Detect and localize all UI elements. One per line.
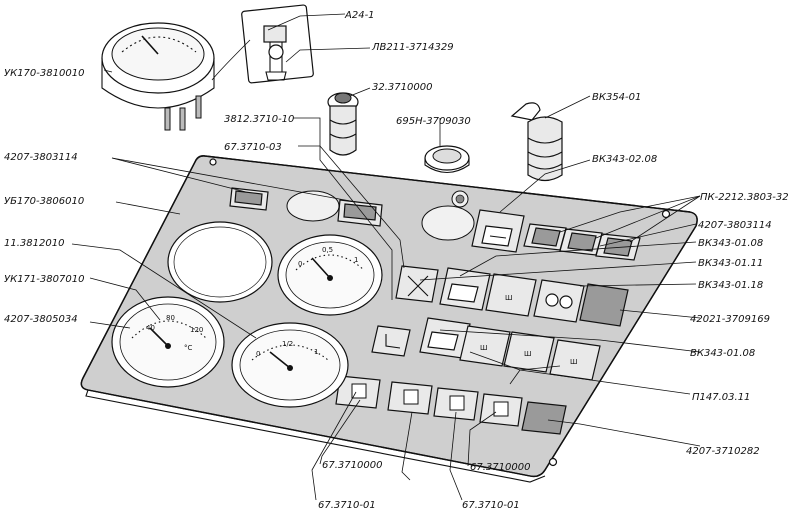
indicator-mark: Ш: [505, 294, 513, 302]
temp-tick-2: 120: [190, 326, 203, 334]
label-uk170: УК170-3810010: [4, 68, 84, 79]
label-uk171: УК171-3807010: [4, 274, 84, 285]
lamp-assembly: [211, 4, 314, 84]
label-4207-3803114-left: 4207-3803114: [4, 152, 78, 163]
indicator-mark: Ш: [570, 358, 578, 366]
label-pk2212: ПК-2212.3803-32: [700, 192, 789, 203]
gauge-oil-pressure: [277, 234, 383, 316]
gauge-fuel: [231, 322, 349, 408]
component-vk354: [510, 102, 563, 182]
label-vk343-01-11: ВК343-01.11: [698, 258, 763, 269]
temp-tick-0: 40: [146, 324, 155, 332]
temp-unit: °C: [184, 344, 193, 352]
oil-tick-1: 0,5: [322, 246, 333, 254]
label-4207-3803114-right: 4207-3803114: [698, 220, 772, 231]
switch-row-pk2212: [523, 223, 641, 261]
switch-4207-3803114-center: [337, 199, 383, 227]
leader-lines: [71, 13, 701, 501]
label-vk354: ВК354-01: [592, 92, 641, 103]
fuel-tick-1: 1/2: [282, 340, 293, 348]
label-32-3710000: 32.3710000: [372, 82, 432, 93]
switch-vk343-02-08: [471, 209, 525, 253]
indicator-mark: Ш: [524, 350, 532, 358]
label-a24: А24-1: [344, 10, 375, 21]
label-42021: 42021-3709169: [690, 314, 770, 325]
switch-row-middle: [395, 265, 629, 327]
fuel-tick-2: 1: [314, 348, 318, 356]
label-67-01-right: 67.3710-01: [462, 500, 520, 511]
label-p147: П147.03.11: [692, 392, 750, 403]
label-67-01-left: 67.3710-01: [318, 500, 376, 511]
label-4207-3805034: 4207-3805034: [4, 314, 78, 325]
label-ub170: УБ170-3806010: [4, 196, 84, 207]
button-row-bottom: [335, 375, 567, 435]
gauge-temperature: [111, 296, 225, 388]
component-32-3710000: [327, 92, 359, 156]
label-695n: 695Н-3709030: [396, 116, 471, 127]
label-67-3710000-left: 67.3710000: [322, 460, 382, 471]
oil-tick-0: 0: [298, 260, 302, 268]
label-lv211: ЛВ211-3714329: [371, 42, 454, 53]
label-vk343-01-08-top: ВК343-01.08: [698, 238, 763, 249]
label-11-3812010: 11.3812010: [4, 238, 64, 249]
temp-tick-1: 80: [166, 314, 175, 322]
label-vk343-01-08-lower: ВК343-01.08: [690, 348, 755, 359]
label-vk343-01-18: ВК343-01.18: [698, 280, 763, 291]
label-67-3710000-right: 67.3710000: [470, 462, 530, 473]
oil-tick-2: 1: [354, 256, 358, 264]
switch-4207-3803114-left: [229, 187, 269, 211]
label-vk343-02-08: ВК343-02.08: [592, 154, 657, 165]
gauge-uk170: [101, 22, 215, 131]
label-4207-3710282: 4207-3710282: [686, 446, 760, 457]
label-3812: 3812.3710-10: [224, 114, 294, 125]
switch-row-lower: [371, 317, 601, 381]
fuel-tick-0: 0: [256, 350, 260, 358]
component-695n: [424, 145, 470, 174]
indicator-mark: Ш: [480, 344, 488, 352]
label-67-03: 67.3710-03: [224, 142, 282, 153]
